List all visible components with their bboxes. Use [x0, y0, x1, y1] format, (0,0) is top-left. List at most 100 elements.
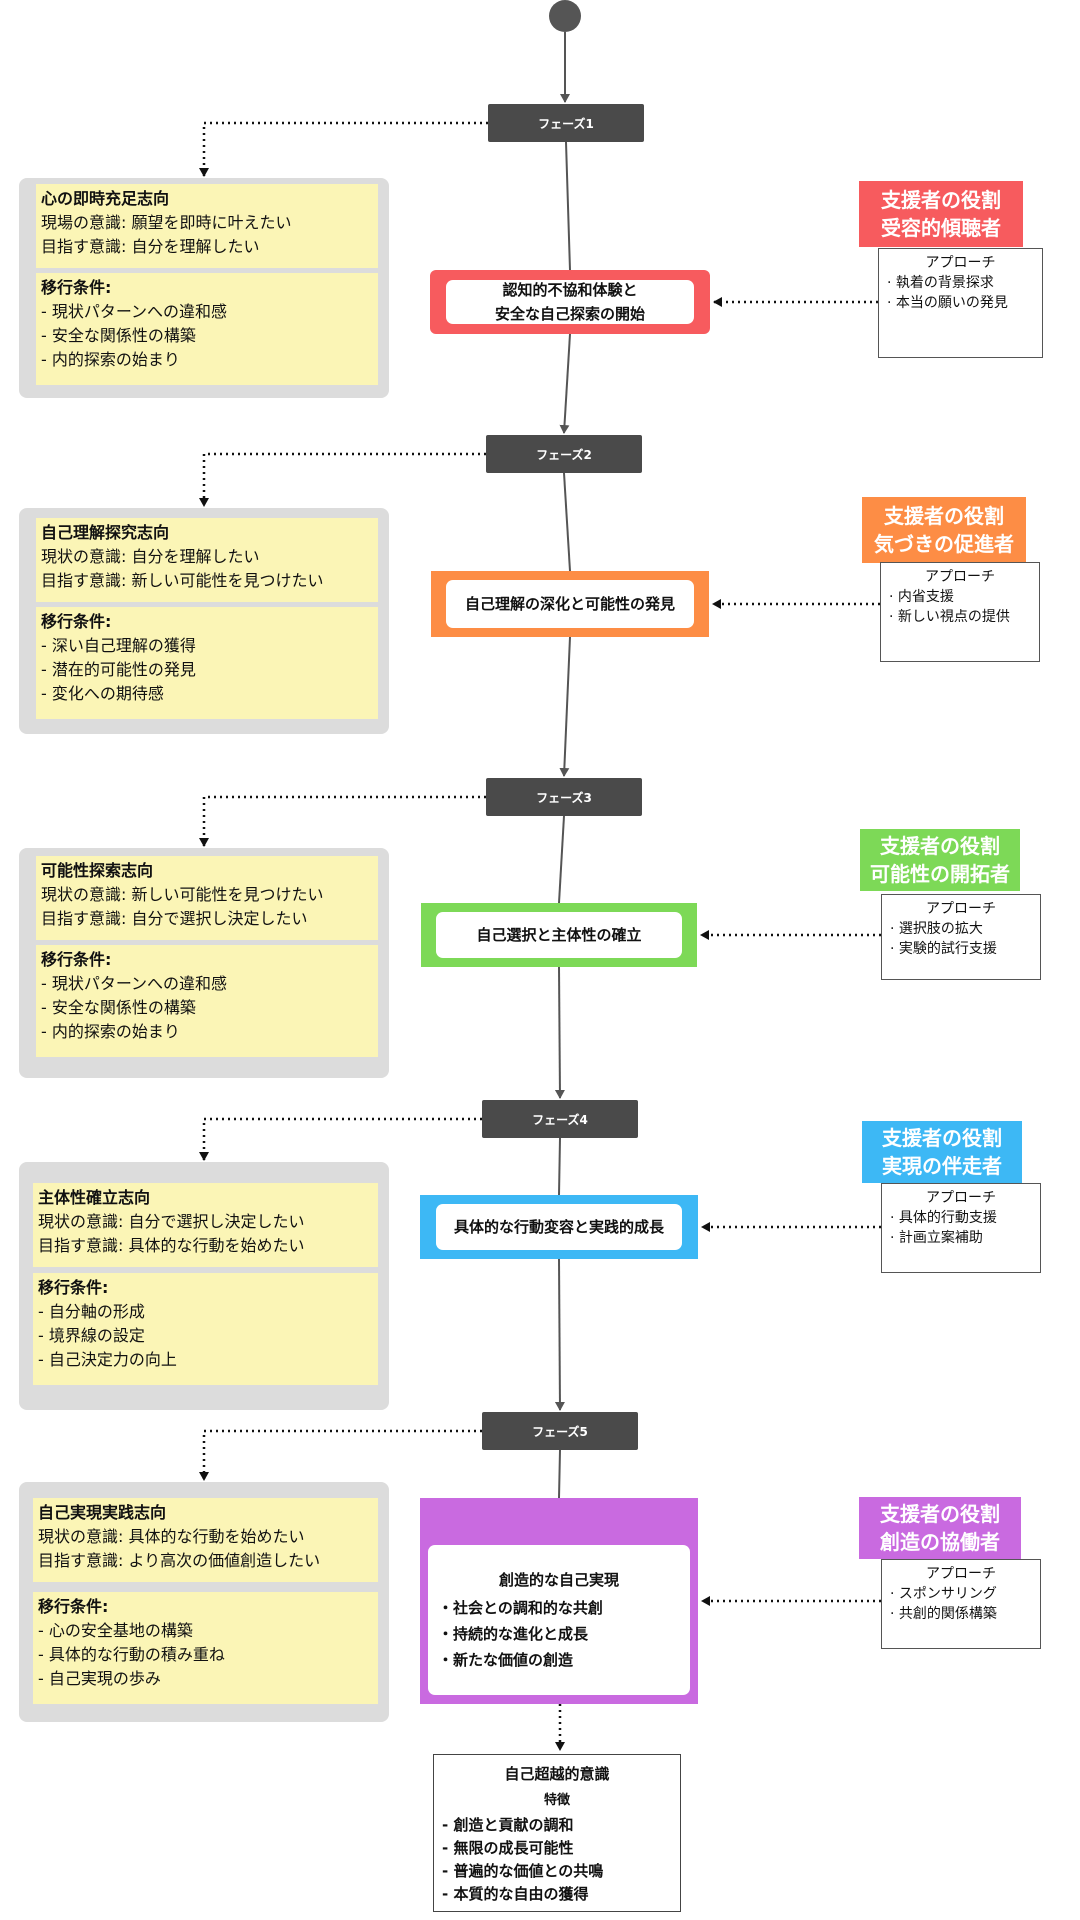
- state-line: 認知的不協和体験と: [502, 281, 638, 299]
- transition-condition-note: 移行条件:- 心の安全基地の構築- 具体的な行動の積み重ね- 自己実現の歩み: [33, 1592, 378, 1704]
- note-line: 目指す意識: 自分を理解したい: [41, 237, 260, 256]
- role-line: 支援者の役割: [881, 188, 1001, 212]
- condition-line: - 心の安全基地の構築: [38, 1621, 193, 1640]
- consciousness-note: 可能性探索志向現状の意識: 新しい可能性を見つけたい目指す意識: 自分で選択し決…: [36, 856, 378, 940]
- flow-arrow: [559, 636, 571, 777]
- phase-bar-1[interactable]: フェーズ1: [488, 104, 644, 142]
- condition-line: - 安全な関係性の構築: [41, 998, 196, 1017]
- initial-node: [549, 0, 581, 32]
- role-line: 支援者の役割: [882, 1126, 1002, 1150]
- note-line: 目指す意識: 具体的な行動を始めたい: [38, 1236, 305, 1255]
- flow-arrow: [554, 1258, 565, 1411]
- condition-line: - 変化への期待感: [41, 684, 164, 703]
- note-connector: [199, 1117, 482, 1161]
- note-line: 現状の意識: 新しい可能性を見つけたい: [41, 885, 324, 904]
- note-line: 目指す意識: より高次の価値創造したい: [38, 1551, 321, 1570]
- final-item: - 無限の成長可能性: [442, 1839, 574, 1857]
- role-line: 支援者の役割: [880, 1502, 1000, 1526]
- state-line: 具体的な行動変容と実践的成長: [453, 1218, 664, 1236]
- note-line: 現状の意識: 具体的な行動を始めたい: [38, 1527, 305, 1546]
- phase-bar-2[interactable]: フェーズ2: [486, 435, 642, 473]
- approach-box-1: アプローチ· 執着の背景探求· 本当の願いの発見: [878, 248, 1043, 358]
- note-header: 自己実現実践志向: [38, 1503, 167, 1522]
- approach-box-2: アプローチ· 内省支援· 新しい視点の提供: [880, 562, 1040, 662]
- phase-5-consciousness-panel: 自己実現実践志向現状の意識: 具体的な行動を始めたい目指す意識: より高次の価値…: [19, 1482, 389, 1722]
- final-item: - 創造と貢献の調和: [442, 1816, 574, 1834]
- role-line: 支援者の役割: [884, 504, 1004, 528]
- transition-condition-note: 移行条件:- 現状パターンへの違和感- 安全な関係性の構築- 内的探索の始まり: [36, 273, 378, 385]
- condition-header: 移行条件:: [41, 950, 112, 969]
- approach-item: · 計画立案補助: [890, 1230, 983, 1246]
- final-state-box[interactable]: 自己超越的意識特徴- 創造と貢献の調和- 無限の成長可能性- 普遍的な価値との共…: [433, 1754, 681, 1912]
- approach-item: · 具体的行動支援: [890, 1210, 997, 1226]
- condition-line: - 内的探索の始まり: [41, 350, 180, 369]
- state-box-2[interactable]: 自己理解の深化と可能性の発見: [431, 571, 709, 637]
- note-line: 目指す意識: 自分で選択し決定したい: [41, 909, 308, 928]
- phase-bar-5[interactable]: フェーズ5: [482, 1412, 638, 1450]
- role-line: 実現の伴走者: [882, 1154, 1002, 1178]
- phase-3-consciousness-panel: 可能性探索志向現状の意識: 新しい可能性を見つけたい目指す意識: 自分で選択し決…: [19, 848, 389, 1078]
- note-line: 現状の意識: 自分を理解したい: [41, 547, 260, 566]
- condition-line: - 現状パターンへの違和感: [41, 974, 228, 993]
- approach-item: · 本当の願いの発見: [887, 295, 1008, 311]
- flow-line: [558, 1137, 561, 1196]
- approach-box-3: アプローチ· 選択肢の拡大· 実験的試行支援: [881, 894, 1041, 980]
- flow-line: [558, 1449, 561, 1499]
- supporter-role-header-4: 支援者の役割実現の伴走者: [862, 1121, 1022, 1183]
- supporter-role-header-1: 支援者の役割受容的傾聴者: [859, 181, 1023, 247]
- condition-header: 移行条件:: [41, 278, 112, 297]
- condition-line: - 深い自己理解の獲得: [41, 636, 196, 655]
- state-box-5[interactable]: 創造的な自己実現・社会との調和的な共創・持続的な進化と成長・新たな価値の創造: [420, 1498, 698, 1704]
- transition-condition-note: 移行条件:- 自分軸の形成- 境界線の設定- 自己決定力の向上: [33, 1273, 378, 1385]
- role-line: 受容的傾聴者: [881, 216, 1001, 240]
- state-line: 自己理解の深化と可能性の発見: [464, 595, 675, 613]
- state-item: ・持続的な進化と成長: [438, 1625, 589, 1643]
- approach-box-5: アプローチ· スポンサリング· 共創的関係構築: [881, 1559, 1041, 1649]
- note-header: 可能性探索志向: [41, 861, 154, 880]
- approach-title: アプローチ: [926, 901, 996, 917]
- note-line: 現状の意識: 自分で選択し決定したい: [38, 1212, 305, 1231]
- phase-4-consciousness-panel: 主体性確立志向現状の意識: 自分で選択し決定したい目指す意識: 具体的な行動を始…: [19, 1162, 389, 1410]
- state-title: 創造的な自己実現: [498, 1571, 619, 1589]
- phase-bar-3[interactable]: フェーズ3: [486, 778, 642, 816]
- transition-condition-note: 移行条件: - 現状パターンへの違和感 - 安全な関係性の構築 - 内的探索の始まり: [36, 945, 378, 1057]
- flow-arrow: [559, 333, 571, 434]
- condition-header: 移行条件:: [38, 1597, 109, 1616]
- role-line: 気づきの促進者: [874, 532, 1014, 556]
- approach-title: アプローチ: [925, 255, 996, 271]
- condition-line: - 内的探索の始まり: [41, 1022, 180, 1041]
- transition-condition-note: 移行条件:- 深い自己理解の獲得- 潜在的可能性の発見- 変化への期待感: [36, 607, 378, 719]
- state-box-1[interactable]: 認知的不協和体験と安全な自己探索の開始: [430, 270, 710, 334]
- state-label: 具体的な行動変容と実践的成長: [436, 1204, 682, 1250]
- note-header: 自己理解探究志向: [41, 523, 170, 542]
- note-connector: [199, 452, 486, 507]
- condition-line: - 現状パターンへの違和感: [41, 302, 228, 321]
- condition-header: 移行条件:: [38, 1278, 109, 1297]
- state-box-3[interactable]: 自己選択と主体性の確立: [421, 903, 697, 967]
- state-box-4[interactable]: 具体的な行動変容と実践的成長: [420, 1195, 698, 1259]
- state-line: 安全な自己探索の開始: [494, 305, 645, 323]
- supporter-role-header-2: 支援者の役割気づきの促進者: [862, 497, 1026, 563]
- consciousness-note: 自己実現実践志向現状の意識: 具体的な行動を始めたい目指す意識: より高次の価値…: [33, 1498, 378, 1582]
- state-item: ・新たな価値の創造: [438, 1651, 574, 1669]
- phase-bar-4[interactable]: フェーズ4: [482, 1100, 638, 1138]
- condition-line: - 自己決定力の向上: [38, 1350, 177, 1369]
- role-line: 支援者の役割: [880, 834, 1000, 858]
- consciousness-note: 心の即時充足志向現場の意識: 願望を即時に叶えたい目指す意識: 自分を理解したい: [36, 184, 378, 268]
- role-line: 可能性の開拓者: [870, 862, 1010, 886]
- final-title: 自己超越的意識: [504, 1765, 610, 1783]
- condition-header: 移行条件:: [41, 612, 112, 631]
- phase-2-consciousness-panel: 自己理解探究志向現状の意識: 自分を理解したい目指す意識: 新しい可能性を見つけ…: [19, 508, 389, 734]
- approach-item: · 新しい視点の提供: [889, 609, 1010, 625]
- approach-item: · 実験的試行支援: [890, 941, 997, 957]
- approach-item: · スポンサリング: [890, 1586, 997, 1602]
- consciousness-note: 自己理解探究志向現状の意識: 自分を理解したい目指す意識: 新しい可能性を見つけ…: [36, 518, 378, 602]
- approach-title: アプローチ: [926, 1566, 996, 1582]
- approach-title: アプローチ: [925, 569, 995, 585]
- supporter-role-header-5: 支援者の役割創造の協働者: [859, 1497, 1021, 1559]
- state-line: 自己選択と主体性の確立: [476, 926, 642, 944]
- note-line: 目指す意識: 新しい可能性を見つけたい: [41, 571, 324, 590]
- flow-arrow: [554, 966, 565, 1099]
- flow-line: [563, 472, 571, 572]
